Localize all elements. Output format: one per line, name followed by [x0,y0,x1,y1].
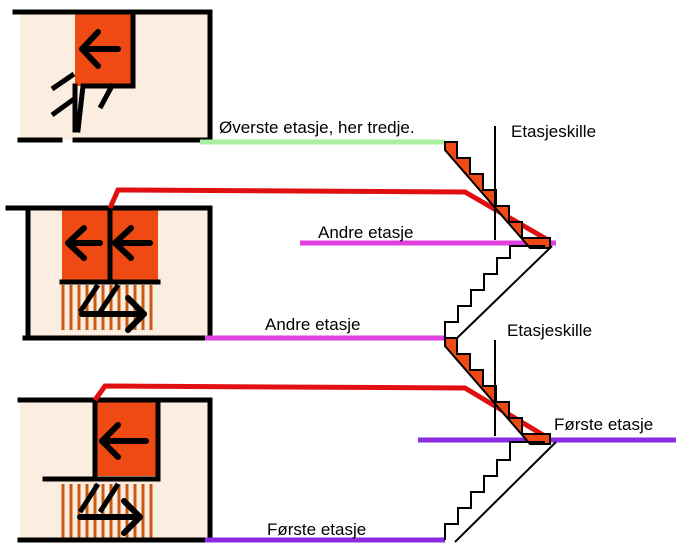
section-upper-flight [444,141,553,341]
arrow-right-icon [79,295,147,333]
label-first-floor-lower: Første etasje [267,520,366,539]
arrow-left-icon [99,422,149,460]
plan-top-floor [12,9,213,143]
label-first-floor-upper: Første etasje [554,415,653,434]
arrow-right-icon [77,498,143,536]
arrow-left-icon [79,29,121,69]
plan-second-floor [5,205,213,341]
label-second-floor-upper: Andre etasje [318,223,413,242]
lower-flight-lower-white [444,441,545,540]
label-second-floor-lower: Andre etasje [265,315,360,334]
label-floor-divider-2: Etasjeskille [507,321,592,340]
label-floor-divider-1: Etasjeskille [511,122,596,141]
section-lower-flight [444,337,557,543]
plan-first-floor [17,397,213,543]
upper-flight-lower-white [444,245,545,338]
arrow-left-icon [65,225,153,261]
label-top-floor: Øverste etasje, her tredje. [219,118,415,137]
